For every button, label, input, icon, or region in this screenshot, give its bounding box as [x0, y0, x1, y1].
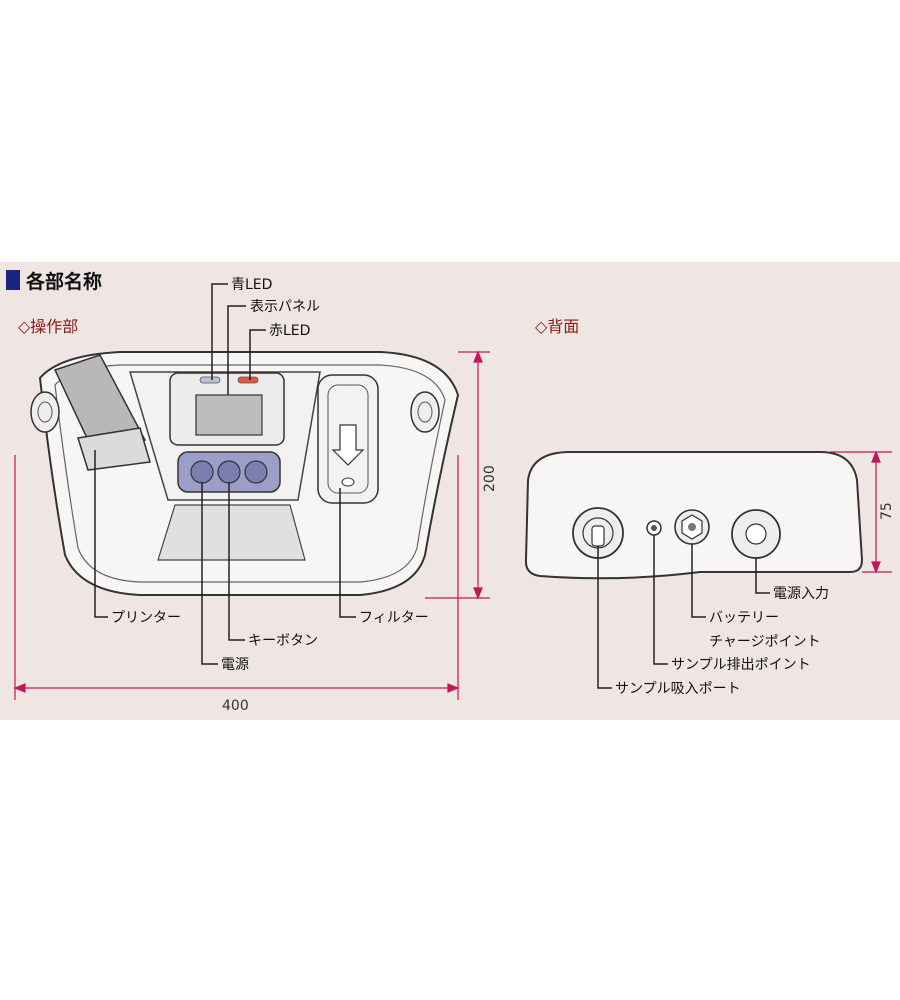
lower-tray — [157, 504, 306, 561]
leader-red-led — [249, 329, 266, 380]
front-dimensions — [13, 350, 490, 700]
sample-exhaust-hole — [651, 525, 657, 531]
front-device — [30, 351, 460, 596]
back-dimensions — [830, 450, 892, 574]
battery-charge-pin — [688, 523, 696, 531]
dim-back-height-value: 75 — [879, 502, 895, 520]
right-knob — [410, 391, 440, 433]
leader-power-input — [755, 558, 770, 594]
dim-back-arrow-top — [871, 450, 881, 463]
left-knob-inner — [37, 401, 53, 423]
key-button-right — [244, 460, 268, 484]
leader-display-panel — [227, 305, 246, 395]
red-led — [237, 376, 259, 384]
power-key — [190, 460, 214, 484]
dim-width-arrow-right — [447, 683, 460, 693]
front-inner-outline — [54, 364, 446, 583]
leader-filter — [339, 488, 356, 618]
label-filter: フィルター — [359, 610, 429, 626]
blue-led — [199, 376, 221, 384]
printer-paper — [53, 354, 147, 456]
front-heading: ◇操作部 — [18, 317, 78, 336]
printer-slot — [77, 427, 151, 471]
sample-intake-nozzle — [591, 525, 605, 547]
label-sample-intake: サンプル吸入ポート — [615, 681, 741, 697]
label-power: 電源 — [221, 657, 249, 673]
leader-battery — [691, 544, 706, 618]
label-display-panel: 表示パネル — [250, 299, 320, 315]
dim-width-arrow-left — [13, 683, 26, 693]
printer-unit — [53, 354, 151, 471]
dim-width-value: 400 — [222, 698, 249, 714]
display-panel — [195, 394, 263, 436]
front-leader-lines — [94, 283, 356, 665]
filter-cap — [341, 477, 355, 487]
back-leader-lines — [597, 535, 770, 689]
label-battery-line1: バッテリー — [709, 610, 779, 626]
dim-back-arrow-bottom — [871, 561, 881, 574]
key-button-center — [217, 460, 241, 484]
dim-height-arrow-top — [473, 350, 483, 363]
leader-printer — [94, 450, 108, 618]
leader-key-button — [228, 482, 245, 641]
label-printer: プリンター — [111, 610, 181, 626]
dim-height-value: 200 — [482, 465, 498, 492]
label-red-led: 赤LED — [269, 323, 310, 339]
section-square-icon — [6, 270, 20, 290]
leader-blue-led — [211, 283, 228, 380]
leader-power — [201, 482, 218, 665]
filter-inner — [327, 384, 369, 494]
label-key-button: キーボタン — [248, 633, 318, 649]
filter-arrow-icon — [331, 424, 365, 466]
leader-sample-intake — [597, 546, 612, 689]
back-heading: ◇背面 — [535, 317, 579, 336]
power-input-inner — [745, 523, 767, 545]
leader-sample-exhaust — [653, 535, 668, 665]
right-knob-inner — [417, 401, 433, 423]
back-device — [524, 451, 864, 580]
label-power-input: 電源入力 — [773, 586, 829, 602]
label-sample-exhaust: サンプル排出ポイント — [671, 657, 811, 673]
section-title: 各部名称 — [25, 270, 102, 293]
label-battery-line2: チャージポイント — [709, 634, 821, 650]
label-blue-led: 青LED — [231, 277, 272, 293]
left-knob — [30, 391, 60, 433]
dim-height-arrow-bottom — [473, 587, 483, 600]
